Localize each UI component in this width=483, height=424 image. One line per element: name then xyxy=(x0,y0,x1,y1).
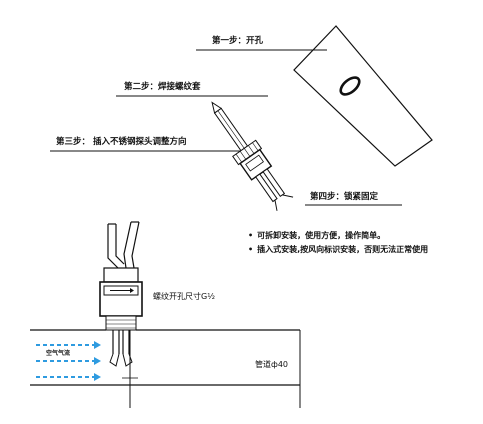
note-2: 插入式安装,按风向标识安装，否则无法正常使用 xyxy=(248,244,428,255)
step1-label: 第一步：开孔 xyxy=(212,36,264,46)
note-1: 可拆卸安装，使用方便，操作简单。 xyxy=(248,230,385,241)
drilled-plate xyxy=(293,25,433,167)
pipe xyxy=(30,329,301,408)
tilted-probe xyxy=(211,101,294,211)
thread-size-label: 螺纹开孔尺寸G½ xyxy=(153,292,215,301)
airflow-arrowheads xyxy=(94,341,101,381)
pipe-size-label: 管道ф40 xyxy=(255,360,289,369)
step4-label: 第四步：锁紧固定 xyxy=(310,192,379,202)
airflow-arrows xyxy=(36,344,94,378)
step3-label: 第三步： 插入不锈钢探头调整方向 xyxy=(56,137,187,147)
vertical-probe xyxy=(99,221,143,367)
step2-label: 第二步：焊接螺纹套 xyxy=(124,82,201,92)
airflow-label: 空气气流 xyxy=(46,350,71,357)
